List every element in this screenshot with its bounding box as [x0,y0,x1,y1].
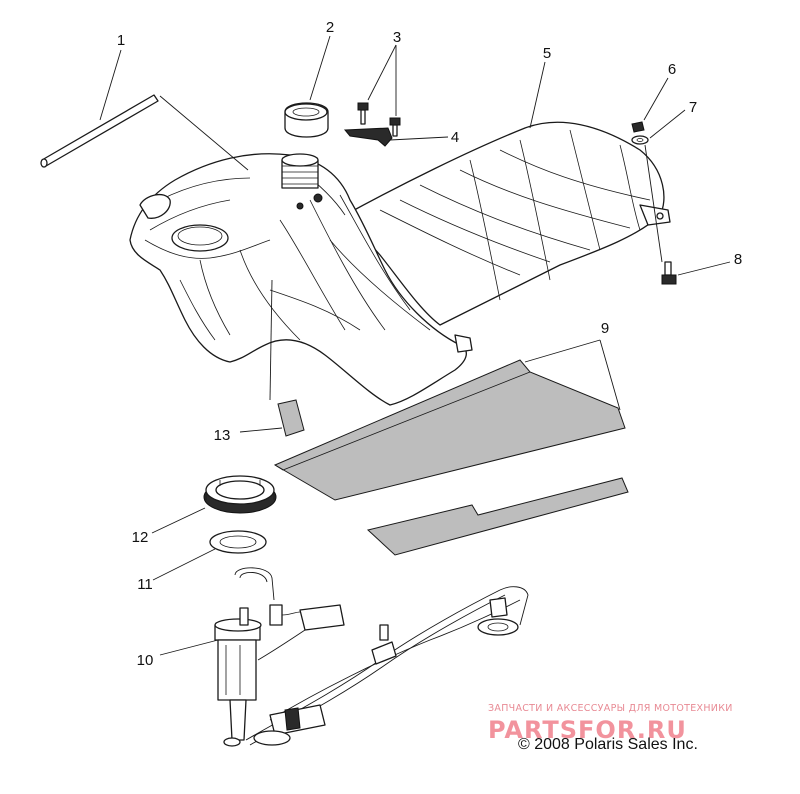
nut [631,121,645,133]
lock-ring [203,475,277,514]
bracket [343,127,393,147]
heat-shields [273,359,629,556]
bolt [661,261,677,285]
screws [357,102,401,137]
fuel-tank [129,153,473,406]
watermark-brand: PARTSFOR.RU [488,716,687,744]
callout-3: 3 [393,29,401,46]
callout-1: 1 [117,32,125,49]
watermark-tagline: ЗАПЧАСТИ И АКСЕССУАРЫ ДЛЯ МОТОТЕХНИКИ [488,703,733,714]
callout-10: 10 [137,652,154,669]
callout-11: 11 [137,576,153,593]
callout-13: 13 [214,427,231,444]
fuel-pump-assembly [214,567,529,747]
callout-labels: 1 2 3 4 5 6 7 8 9 10 11 12 13 [117,19,742,669]
callout-12: 12 [132,529,149,546]
callout-4: 4 [451,129,459,146]
callout-8: 8 [734,251,742,268]
watermark: ЗАПЧАСТИ И АКСЕССУАРЫ ДЛЯ МОТОТЕХНИКИ PA… [488,703,733,744]
washer [631,135,649,145]
callout-7: 7 [689,99,697,116]
leader-lines [99,35,731,656]
callout-6: 6 [668,61,676,78]
callout-2: 2 [326,19,334,36]
copyright-text: © 2008 Polaris Sales Inc. [518,736,698,753]
pad [277,399,305,437]
fuel-cap [284,102,329,138]
callout-9: 9 [601,320,609,337]
breather-tube [40,94,159,168]
gasket [209,530,267,554]
callout-5: 5 [543,45,551,62]
